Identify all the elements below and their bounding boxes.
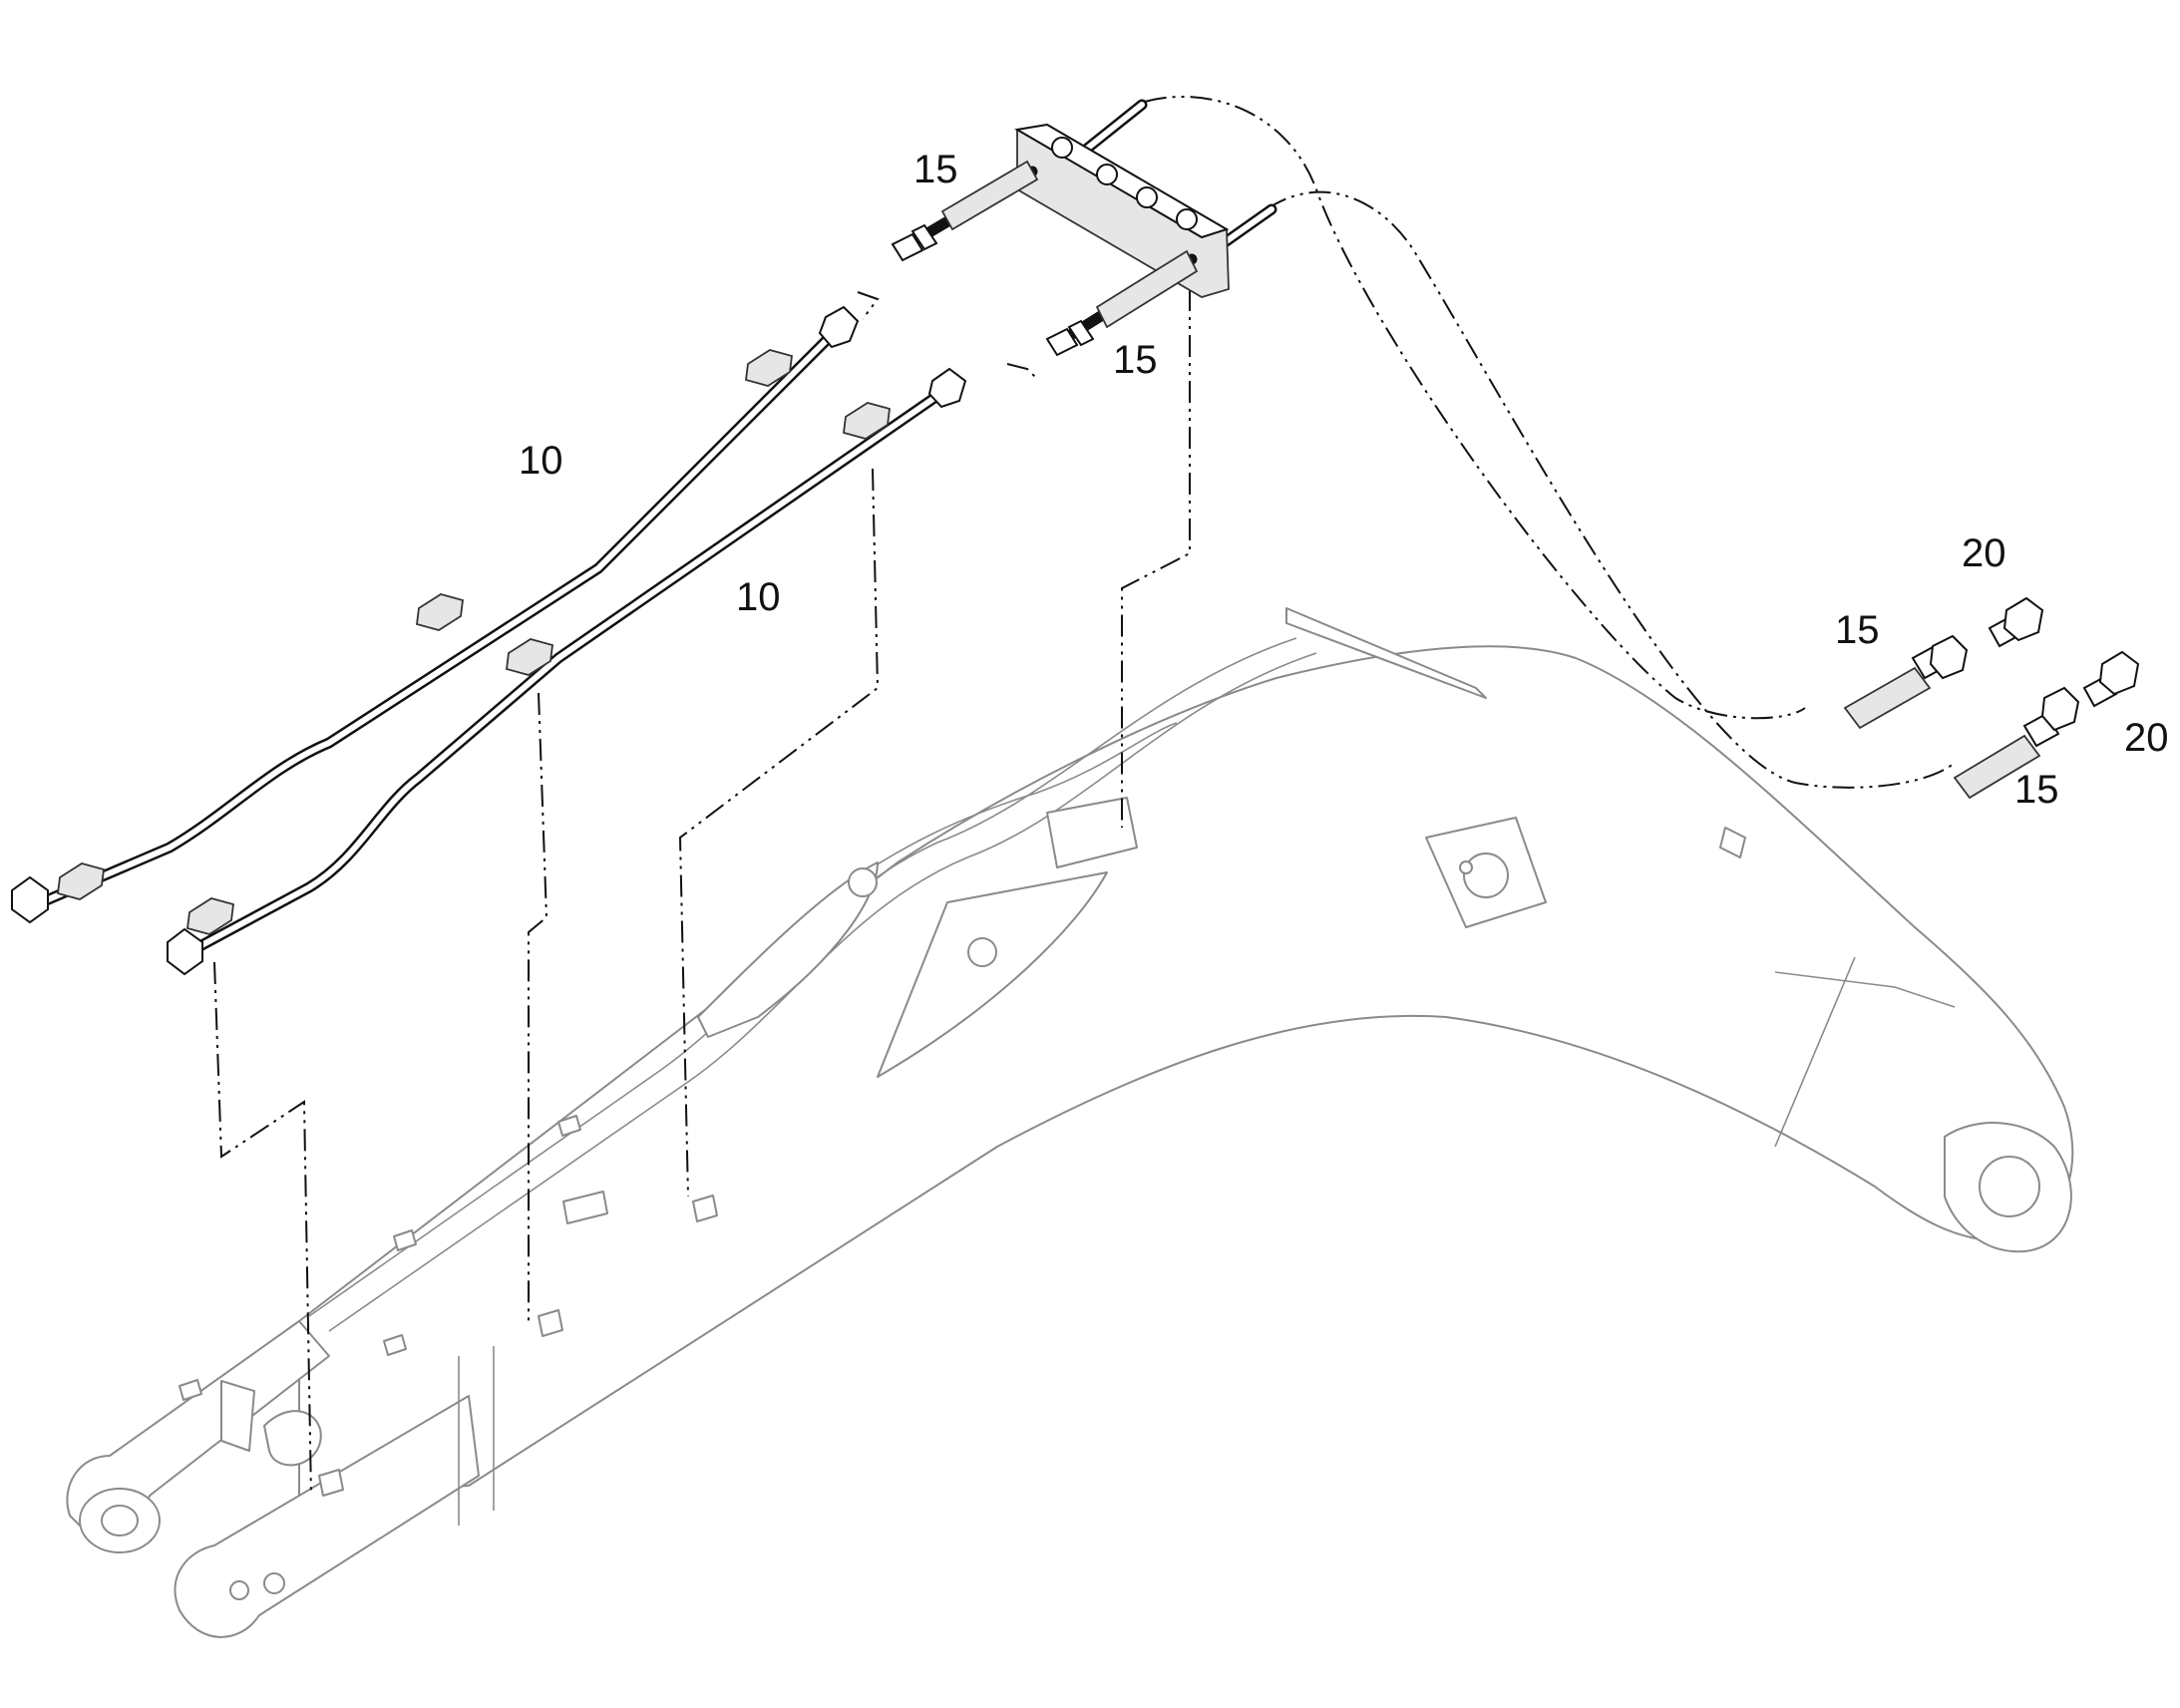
hose-upper xyxy=(891,160,1039,262)
callout-hose-lower: 15 xyxy=(1113,338,1158,382)
clamp-block xyxy=(1014,99,1277,298)
assembly-lines xyxy=(213,95,1956,1497)
hose-loose-lower xyxy=(1953,686,2080,800)
pipe-lower xyxy=(174,383,953,963)
pipe-upper xyxy=(24,323,844,913)
callout-plug-lower: 20 xyxy=(2124,716,2169,760)
hose-loose-upper xyxy=(1843,634,1969,730)
callout-pipe-upper: 10 xyxy=(519,439,563,483)
callout-pipe-lower: 10 xyxy=(736,575,781,619)
plug-lower xyxy=(2082,650,2140,708)
excavator-boom xyxy=(66,607,2074,1638)
callout-plug-upper: 20 xyxy=(1962,531,2006,575)
plug-upper xyxy=(1988,596,2044,648)
callout-hose-loose-upper: 15 xyxy=(1835,608,1880,652)
callout-hose-loose-lower: 15 xyxy=(2014,768,2059,812)
pipe-fittings xyxy=(11,305,967,976)
callout-hose-upper: 15 xyxy=(913,148,958,191)
hose-lower xyxy=(1045,249,1199,357)
